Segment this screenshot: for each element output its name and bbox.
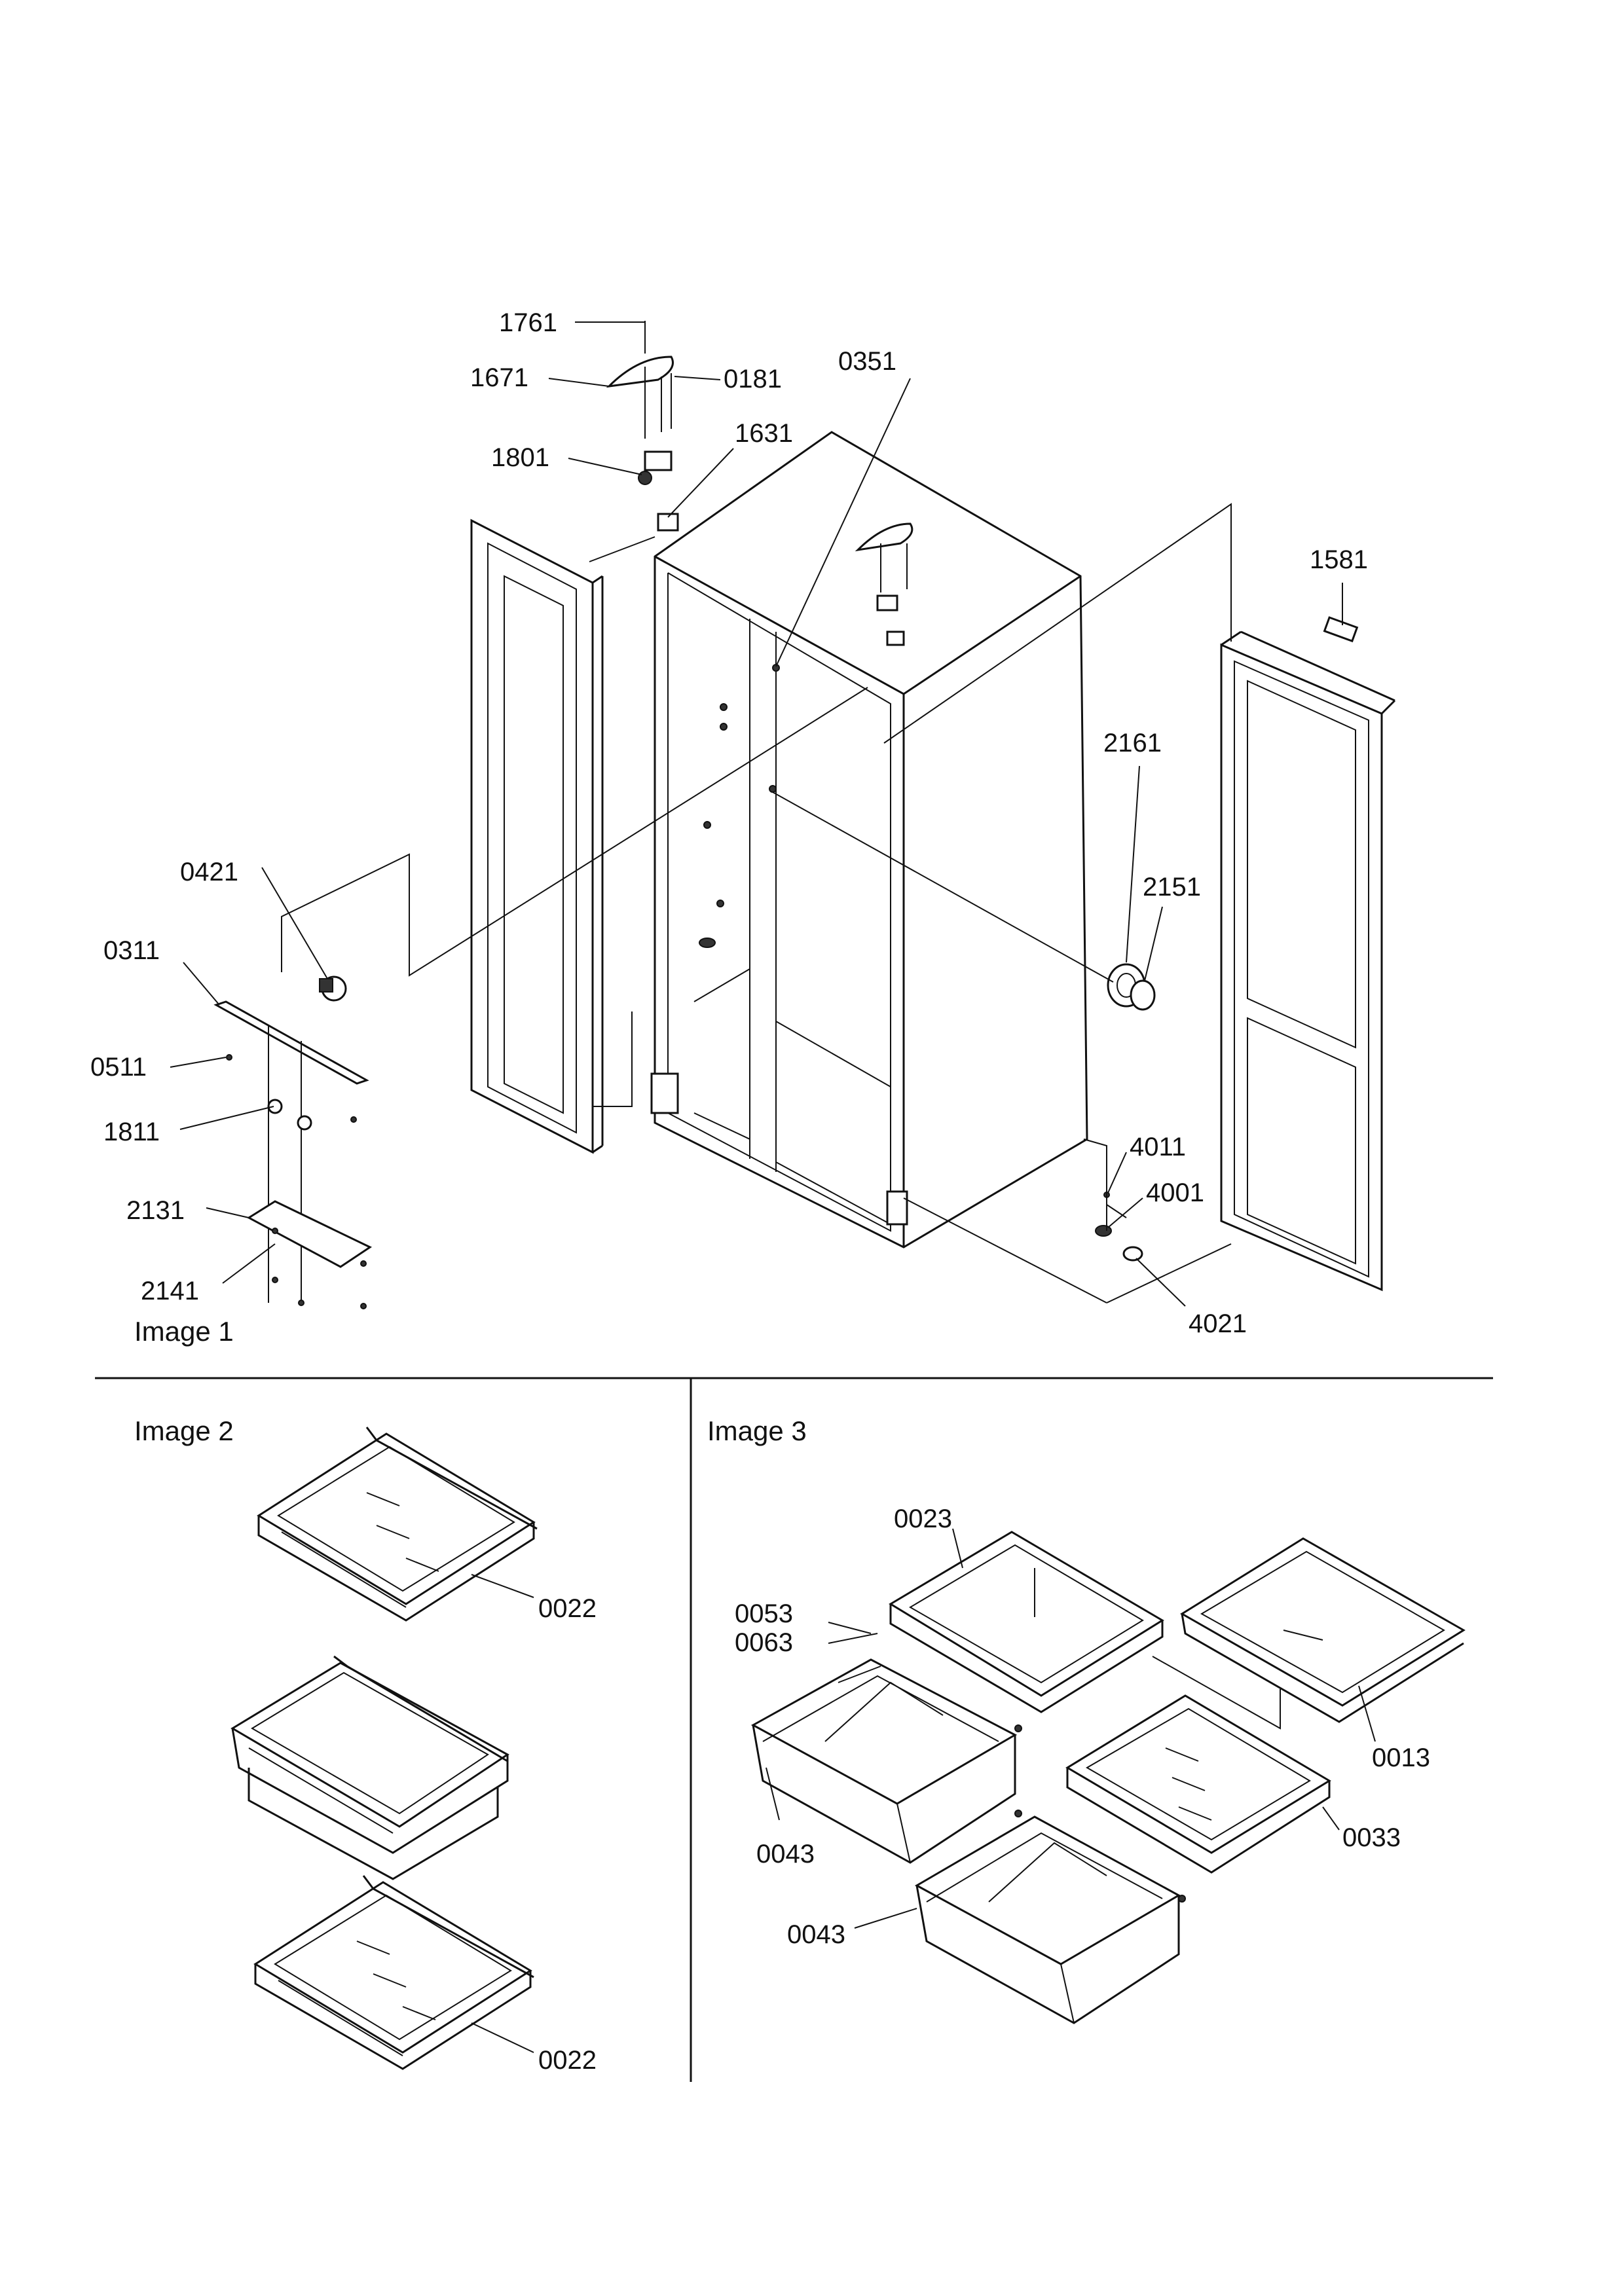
callout-0421: 0421 xyxy=(180,858,238,886)
caption-image-2: Image 2 xyxy=(134,1415,234,1446)
cabinet-side-parts xyxy=(1095,963,1156,1262)
callout-0511: 0511 xyxy=(90,1053,147,1082)
callout-1801: 1801 xyxy=(491,443,549,472)
shelf-bottom xyxy=(253,1875,534,2070)
crisper-cover-frame-upper xyxy=(889,1531,1164,1713)
shelf-top xyxy=(257,1427,538,1622)
cabinet-assembly xyxy=(650,431,1088,1248)
callout-2131: 2131 xyxy=(126,1196,185,1225)
callout-2141: 2141 xyxy=(141,1277,199,1305)
callout-2151: 2151 xyxy=(1143,873,1201,902)
assembly-guide-lines xyxy=(281,367,1232,1303)
callout-2161: 2161 xyxy=(1103,729,1162,757)
callout-1671: 1671 xyxy=(470,363,528,392)
callout-1811: 1811 xyxy=(103,1118,160,1146)
callout-0053: 0053 xyxy=(735,1599,793,1628)
bracket-parts-left xyxy=(213,975,373,1309)
glass-shelf-0013 xyxy=(1180,1537,1466,1723)
callout-0013: 0013 xyxy=(1372,1743,1430,1772)
callout-0033: 0033 xyxy=(1342,1823,1401,1852)
callout-1631: 1631 xyxy=(735,419,793,448)
left-freezer-door xyxy=(470,519,604,1154)
shelf-middle-with-drawer xyxy=(231,1655,509,1880)
callout-1761: 1761 xyxy=(499,308,557,337)
callout-1581: 1581 xyxy=(1310,545,1368,574)
callout-4021: 4021 xyxy=(1189,1309,1247,1338)
callout-0023: 0023 xyxy=(894,1504,952,1533)
callout-4001: 4001 xyxy=(1146,1178,1204,1207)
leader-lines xyxy=(170,321,1376,2053)
panel-captions: Image 1 Image 2 Image 3 xyxy=(134,1316,807,1446)
caption-image-3: Image 3 xyxy=(707,1415,807,1446)
callout-0043-lower: 0043 xyxy=(787,1920,845,1949)
callout-0311: 0311 xyxy=(103,936,160,965)
right-fresh-food-door xyxy=(1220,616,1396,1292)
top-hinge-parts xyxy=(606,321,679,532)
crisper-drawer-lower xyxy=(914,1810,1186,2024)
callout-labels: 1761 1671 0181 0351 1801 1631 1581 2161 … xyxy=(90,308,1430,2075)
callout-0063: 0063 xyxy=(735,1628,793,1657)
crisper-drawer-upper xyxy=(750,1658,1022,1864)
callout-0022-bottom: 0022 xyxy=(538,2046,597,2075)
callout-0351: 0351 xyxy=(838,347,896,376)
callout-4011: 4011 xyxy=(1130,1133,1186,1161)
image3-guide-lines xyxy=(838,1656,1281,1730)
callout-0181: 0181 xyxy=(724,365,782,393)
crisper-cover-frame-lower xyxy=(1065,1694,1331,1874)
callout-0022-top: 0022 xyxy=(538,1594,597,1623)
callout-0043-upper: 0043 xyxy=(756,1840,815,1868)
caption-image-1: Image 1 xyxy=(134,1316,234,1347)
